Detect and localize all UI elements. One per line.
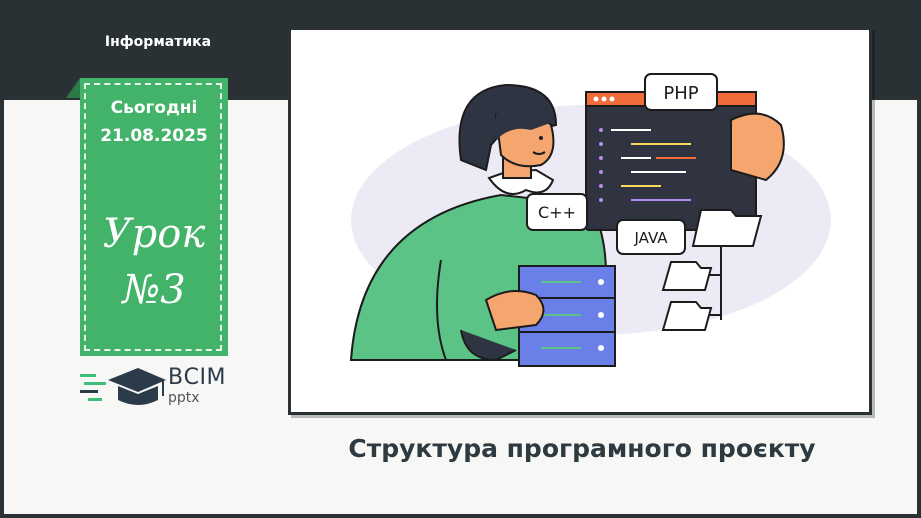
badge-fold <box>66 78 80 98</box>
lesson-badge <box>80 78 228 356</box>
graduation-cap-icon <box>80 368 166 405</box>
today-label: Сьогодні <box>110 98 198 118</box>
badge-dashed-border <box>84 83 222 351</box>
lesson-number: №3 <box>122 267 186 313</box>
cpp-tag <box>526 193 588 231</box>
slide-title: Структура програмного проєкту <box>348 434 816 463</box>
logo: ВСІМ pptx <box>80 364 240 414</box>
right-hand <box>730 112 785 182</box>
logo-name: ВСІМ <box>168 365 226 390</box>
php-tag <box>644 73 718 111</box>
cpp-tag-label: C++ <box>538 203 576 222</box>
subject-label: Інформатика <box>104 34 212 50</box>
lesson-word: Урок <box>102 211 206 257</box>
java-tag <box>616 219 686 255</box>
programmer-illustration: PHP C++ JAVA <box>349 73 831 367</box>
java-tag-label: JAVA <box>633 229 668 247</box>
date-block: Сьогодні 21.08.2025 <box>80 94 228 150</box>
php-tag-label: PHP <box>663 83 698 104</box>
left-hand <box>484 290 545 332</box>
folder-icon <box>691 209 763 247</box>
folder-icon <box>661 301 713 331</box>
lesson-block: Урок №3 <box>80 206 228 318</box>
date-value: 21.08.2025 <box>100 126 208 146</box>
illustration-frame: PHP C++ JAVA <box>288 27 872 415</box>
folder-icon <box>661 261 713 291</box>
logo-sub: pptx <box>168 390 200 406</box>
